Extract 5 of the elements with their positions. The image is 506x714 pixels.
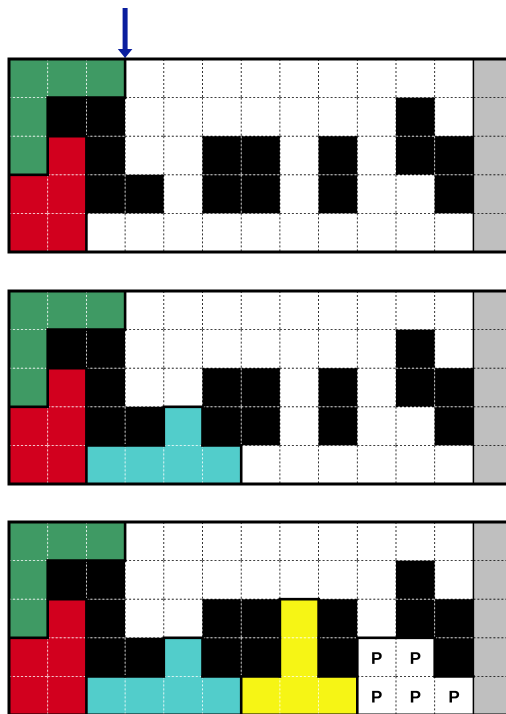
cell-letter: P	[450, 690, 460, 703]
cell-letter: P	[372, 690, 382, 703]
cell-letter: P	[410, 652, 420, 664]
cell-letter: P	[410, 690, 420, 703]
cell-letter: P	[372, 652, 382, 664]
